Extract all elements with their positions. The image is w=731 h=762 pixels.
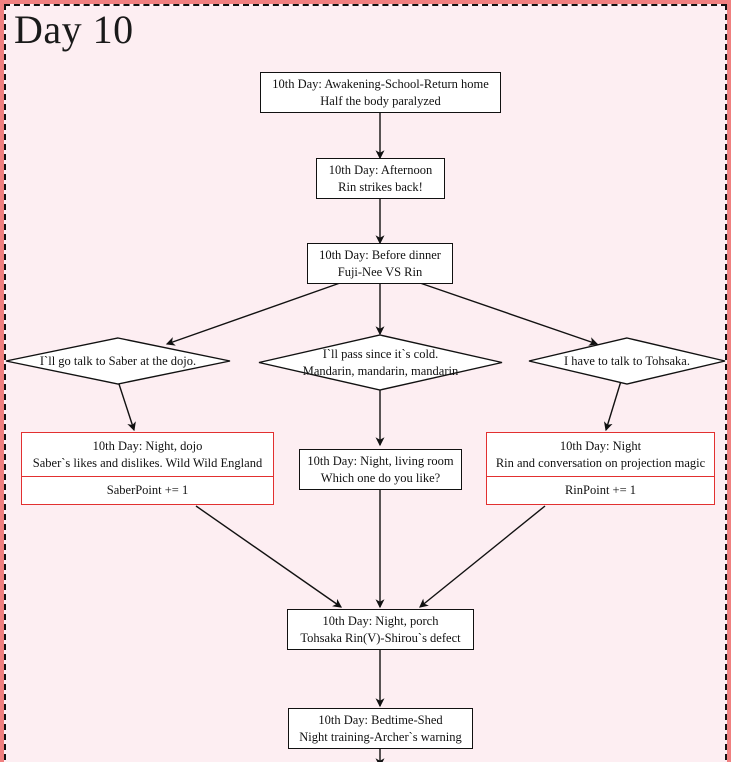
- node-night-dojo-line2: Saber`s likes and dislikes. Wild Wild En…: [32, 455, 263, 470]
- decision-choice-saber-text: I`ll go talk to Saber at the dojo.: [5, 337, 231, 385]
- node-night-porch[interactable]: 10th Day: Night, porch Tohsaka Rin(V)-Sh…: [287, 609, 474, 650]
- node-night-living-room[interactable]: 10th Day: Night, living room Which one d…: [299, 449, 462, 490]
- node-night-porch-line2: Tohsaka Rin(V)-Shirou`s defect: [300, 630, 461, 645]
- decision-choice-saber-line1: I`ll go talk to Saber at the dojo.: [39, 353, 197, 368]
- node-night-rin-head: 10th Day: Night Rin and conversation on …: [487, 433, 714, 477]
- edge-before-dinner-to-choice-saber: [165, 282, 341, 346]
- node-awakening[interactable]: 10th Day: Awakening-School-Return home H…: [260, 72, 501, 113]
- edge-before-dinner-to-choice-tohsaka: [419, 282, 599, 346]
- diamond-shape-saber: [5, 337, 231, 385]
- node-before-dinner-line2: Fuji-Nee VS Rin: [337, 264, 423, 279]
- page-title: Day 10: [14, 7, 134, 52]
- node-night-living-room-line1: 10th Day: Night, living room: [307, 454, 454, 468]
- decision-choice-tohsaka-line1: I have to talk to Tohsaka.: [564, 353, 690, 368]
- node-before-dinner-line1: 10th Day: Before dinner: [319, 248, 441, 262]
- node-night-rin-line2: Rin and conversation on projection magic: [495, 455, 706, 470]
- decision-choice-pass-line1: I`ll pass since it`s cold.: [322, 347, 439, 361]
- node-bedtime-shed-line2: Night training-Archer`s warning: [299, 729, 462, 744]
- node-before-dinner[interactable]: 10th Day: Before dinner Fuji-Nee VS Rin: [307, 243, 453, 284]
- edge-night-rin-to-night-porch: [419, 505, 546, 608]
- decision-choice-pass-text: I`ll pass since it`s cold. Mandarin, man…: [258, 334, 503, 391]
- node-afternoon-line2: Rin strikes back!: [338, 179, 423, 194]
- node-awakening-line2: Half the body paralyzed: [320, 93, 441, 108]
- decision-choice-pass[interactable]: I`ll pass since it`s cold. Mandarin, man…: [258, 334, 503, 391]
- node-night-rin-score: RinPoint += 1: [564, 483, 637, 497]
- node-night-porch-line1: 10th Day: Night, porch: [322, 614, 439, 628]
- edge-choice-tohsaka-to-night-rin: [603, 380, 622, 432]
- node-night-rin[interactable]: 10th Day: Night Rin and conversation on …: [486, 432, 715, 505]
- edge-night-dojo-to-night-porch: [195, 505, 343, 608]
- node-night-rin-line1: 10th Day: Night: [559, 439, 642, 453]
- decision-choice-pass-line2: Mandarin, mandarin, mandarin: [302, 363, 459, 378]
- node-afternoon-line1: 10th Day: Afternoon: [328, 163, 433, 177]
- node-afternoon[interactable]: 10th Day: Afternoon Rin strikes back!: [316, 158, 445, 199]
- node-night-dojo-head: 10th Day: Night, dojo Saber`s likes and …: [22, 433, 273, 477]
- diamond-shape-pass: [258, 334, 503, 391]
- decision-choice-tohsaka[interactable]: I have to talk to Tohsaka.: [528, 337, 726, 385]
- edge-choice-saber-to-night-dojo: [117, 380, 136, 432]
- node-night-dojo[interactable]: 10th Day: Night, dojo Saber`s likes and …: [21, 432, 274, 505]
- decision-choice-tohsaka-text: I have to talk to Tohsaka.: [528, 337, 726, 385]
- node-bedtime-shed-line1: 10th Day: Bedtime-Shed: [318, 713, 443, 727]
- node-night-dojo-score: SaberPoint += 1: [106, 483, 189, 497]
- decision-choice-saber[interactable]: I`ll go talk to Saber at the dojo.: [5, 337, 231, 385]
- node-night-dojo-line1: 10th Day: Night, dojo: [92, 439, 203, 453]
- node-awakening-line1: 10th Day: Awakening-School-Return home: [272, 77, 489, 91]
- node-bedtime-shed[interactable]: 10th Day: Bedtime-Shed Night training-Ar…: [288, 708, 473, 749]
- node-night-living-room-line2: Which one do you like?: [320, 470, 441, 485]
- diamond-shape-tohsaka: [528, 337, 726, 385]
